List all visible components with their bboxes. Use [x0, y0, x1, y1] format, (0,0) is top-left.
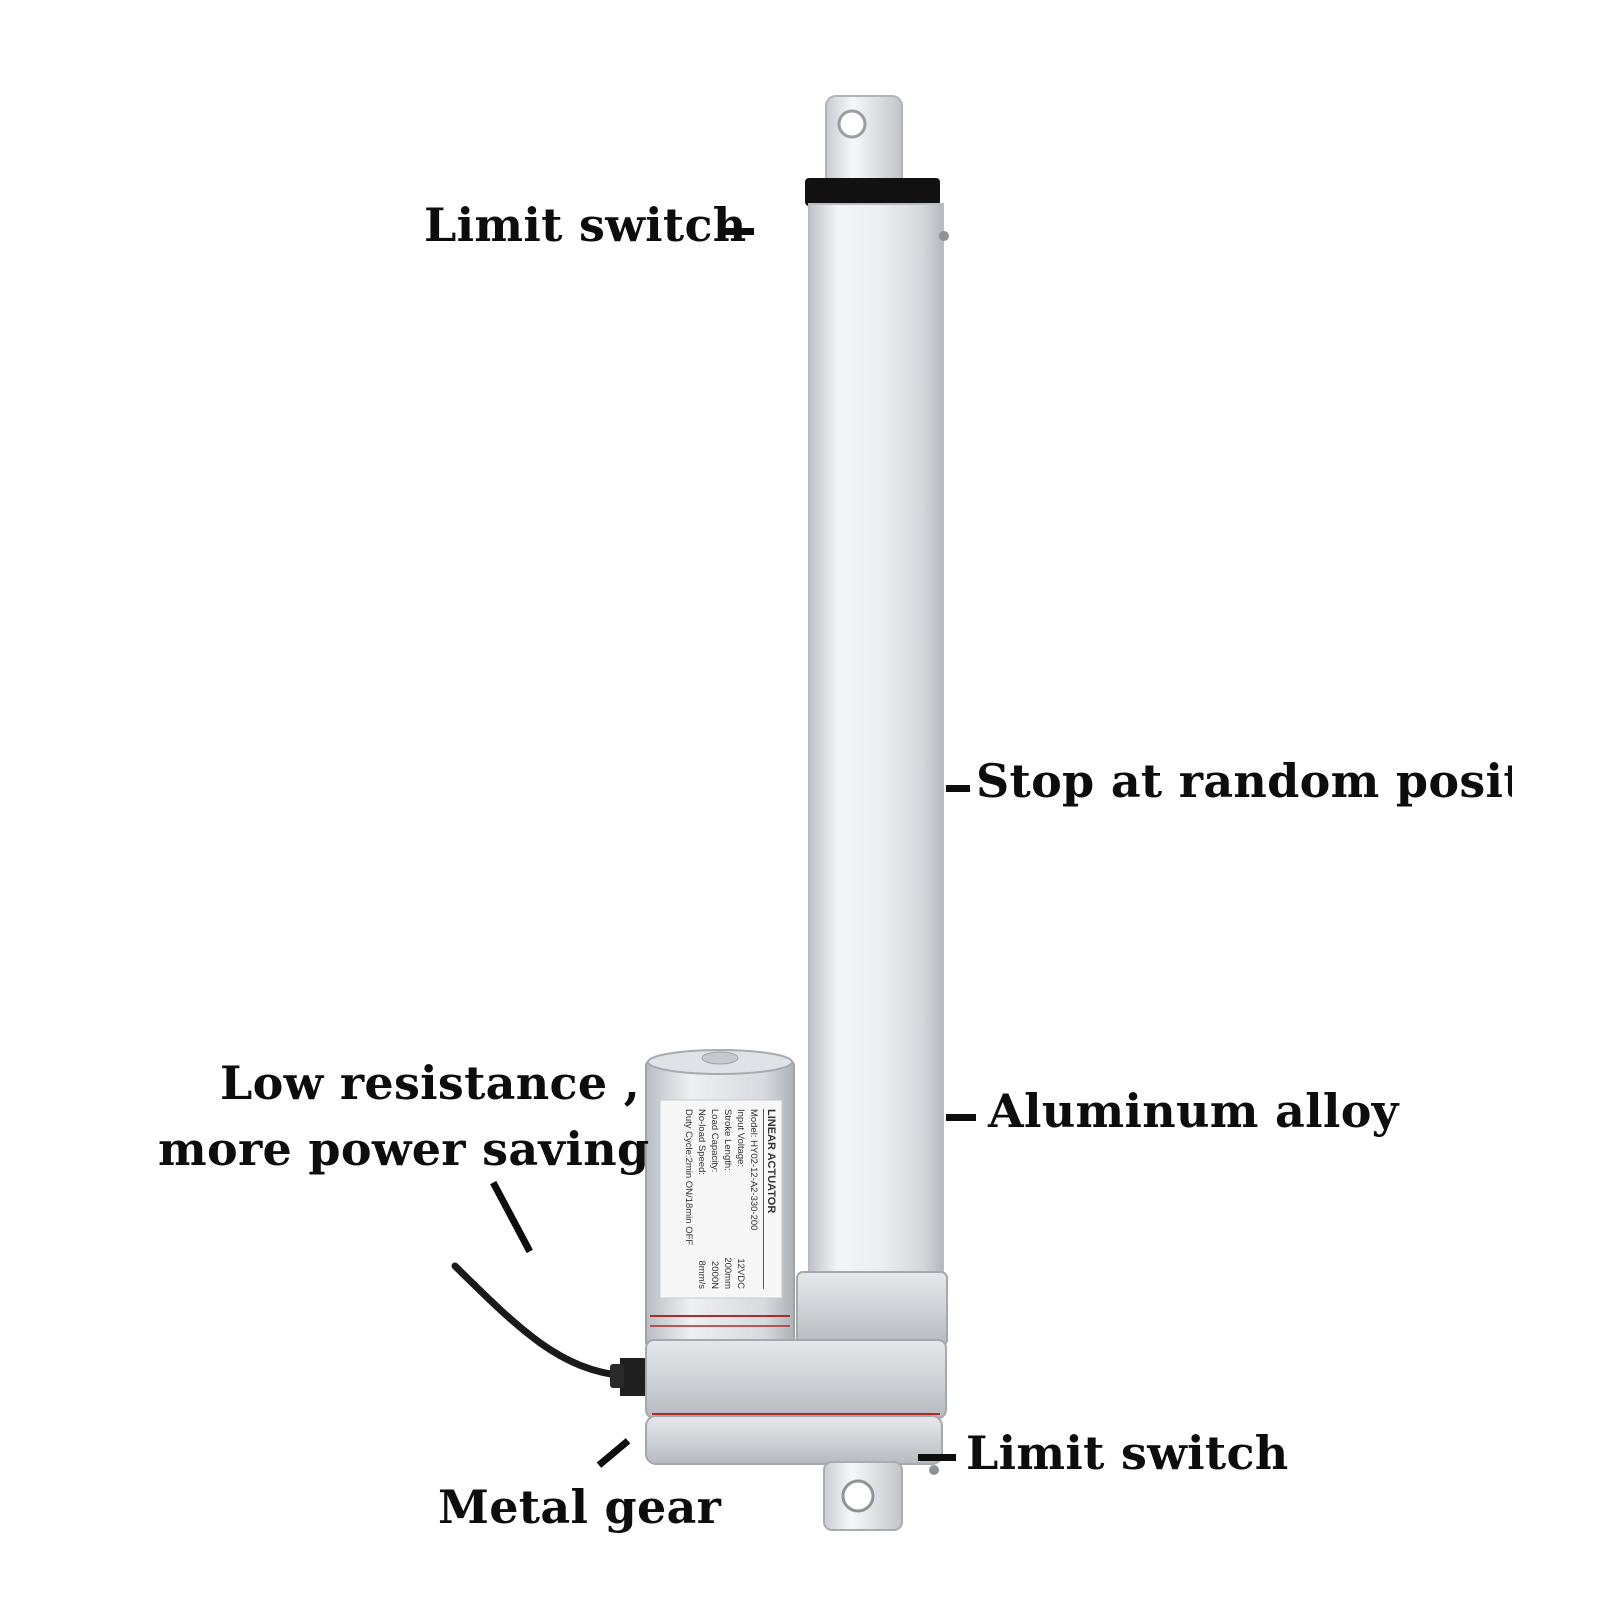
sticker-voltage-value: 12VDC	[735, 1258, 746, 1289]
sticker-load-value: 2000N	[709, 1261, 720, 1289]
label-aluminum-alloy: Aluminum alloy	[988, 1084, 1399, 1138]
sticker-title: LINEAR ACTUATOR	[763, 1109, 777, 1289]
sticker-voltage-label: Input Voltage:	[735, 1109, 746, 1168]
motor	[645, 1049, 795, 1349]
gear-housing	[645, 1271, 948, 1475]
tick-aluminum-alloy	[946, 1114, 976, 1121]
label-limit-switch-bottom: Limit switch	[966, 1426, 1289, 1480]
label-metal-gear: Metal gear	[438, 1480, 722, 1534]
power-cable	[451, 1262, 673, 1396]
tick-stop-random	[946, 785, 970, 792]
sticker-model: Model: HY02-12-A2-330-200	[748, 1109, 759, 1231]
seal-ring	[805, 178, 940, 206]
sticker-speed-label: No-load Speed:	[696, 1109, 707, 1176]
sticker-load-label: Load Capacity:	[709, 1109, 720, 1173]
piston-rod	[825, 95, 903, 189]
sticker-duty-cycle: Duty Cycle:2min ON/18min OFF	[683, 1109, 694, 1246]
sticker-stroke-label: Stroke Length:	[722, 1109, 733, 1171]
label-power-saving: more power saving	[158, 1122, 650, 1176]
label-low-resistance: Low resistance ,	[220, 1056, 641, 1110]
tick-limit-switch-top	[718, 228, 754, 235]
rear-mount	[823, 1461, 903, 1531]
sticker-stroke-value: 200mm	[722, 1257, 733, 1289]
outer-tube	[808, 203, 949, 1285]
sticker-speed-value: 8mm/s	[696, 1260, 707, 1290]
tick-limit-switch-bottom	[918, 1454, 956, 1461]
label-stop-random-position: Stop at random position.	[976, 754, 1512, 808]
label-limit-switch-top: Limit switch	[424, 198, 747, 252]
motor-spec-sticker: LINEAR ACTUATOR Model: HY02-12-A2-330-20…	[661, 1101, 781, 1297]
